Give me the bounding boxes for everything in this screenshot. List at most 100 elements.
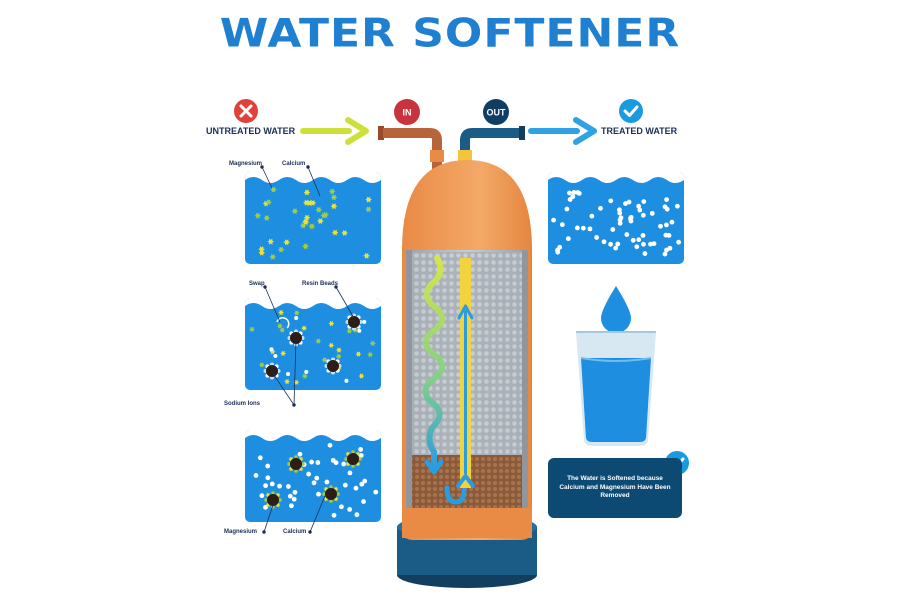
sodium-ion — [330, 457, 336, 463]
magnesium-ion — [299, 222, 307, 229]
sodium-ion — [341, 461, 347, 467]
sodium-ion — [362, 319, 367, 324]
calcium-ion — [330, 203, 338, 210]
box2-leaders — [263, 285, 355, 407]
sodium-ion — [623, 201, 628, 206]
calcium-ion — [355, 351, 362, 357]
sodium-ion — [314, 475, 320, 481]
magnesium-ion — [254, 212, 262, 219]
magnesium-ion — [249, 326, 255, 332]
calcium-ion — [358, 373, 365, 379]
calcium-ion — [328, 342, 335, 348]
sodium-ion — [342, 482, 348, 488]
sodium-ion — [291, 496, 297, 502]
magnesium-ion — [263, 215, 271, 221]
calcium-ion — [303, 189, 311, 196]
sodium-ion — [615, 241, 621, 247]
resin-bead-core — [267, 494, 279, 506]
resin-bead — [287, 329, 305, 347]
sodium-ion — [674, 203, 680, 209]
magnesium-ion — [315, 338, 322, 344]
captured-ion — [328, 484, 334, 490]
resin-bead-core — [347, 453, 359, 465]
magnesium-ion — [321, 357, 328, 363]
resin-bead-core — [290, 458, 302, 470]
sodium-ion — [559, 222, 565, 228]
resin-bead — [324, 357, 342, 375]
captured-ion — [265, 492, 271, 498]
calcium-ion — [283, 239, 291, 246]
sodium-ion — [287, 493, 293, 499]
captured-ion — [265, 502, 271, 508]
sodium-ion — [273, 353, 278, 358]
sodium-ion — [327, 442, 333, 448]
calcium-ion — [258, 249, 266, 256]
sodium-ion — [664, 197, 669, 202]
calcium-ion — [267, 238, 275, 245]
sodium-ion — [613, 245, 619, 251]
magnesium-ion — [277, 246, 285, 253]
captured-ion — [263, 497, 269, 503]
out-badge: OUT — [483, 99, 509, 125]
sodium-ion — [353, 485, 359, 491]
sodium-ion — [669, 219, 675, 225]
resin-beads-label: Resin Beads — [302, 281, 339, 287]
magnesium-ion — [291, 208, 299, 215]
sodium-ion — [641, 199, 647, 204]
calcium-ion — [335, 366, 342, 372]
swap-label: Swap — [249, 281, 265, 287]
calcium-ion — [335, 347, 342, 353]
sodium-ion — [608, 241, 613, 247]
page-title: WATER SOFTENER — [219, 10, 681, 57]
sodium-ion — [362, 478, 368, 484]
sodium-ion — [608, 198, 614, 204]
sodium-ion — [624, 232, 630, 237]
sodium-ion — [339, 504, 344, 510]
magnesium-ion — [315, 206, 323, 213]
resin-bead-core — [348, 316, 360, 328]
sodium-ion — [263, 483, 269, 489]
sodium-ion — [567, 190, 572, 196]
calcium-ion — [301, 325, 308, 331]
sodium-ion — [658, 223, 663, 229]
softened-note: The Water is Softened because Calcium an… — [548, 458, 682, 518]
sodium-ion — [265, 475, 271, 481]
sodium-ion — [636, 203, 642, 209]
sodium-ion — [257, 455, 263, 461]
sodium-ion — [662, 251, 668, 257]
captured-ion — [355, 451, 361, 457]
sodium-ion — [358, 447, 364, 452]
out-label: OUT — [487, 108, 507, 118]
sodium-ion — [269, 481, 275, 487]
captured-ion — [298, 456, 304, 462]
sodium-ion — [288, 503, 294, 509]
captured-ion — [355, 461, 361, 467]
sodium-ion — [324, 479, 330, 485]
captured-ion — [343, 456, 349, 462]
untreated-x-icon — [234, 99, 258, 123]
magnesium-ion — [302, 243, 309, 250]
sodium-ion — [571, 190, 577, 195]
captured-ion — [333, 486, 339, 492]
sodium-ion — [309, 459, 315, 465]
sodium-ion — [634, 244, 640, 250]
sodium-ion — [580, 225, 586, 231]
calcium-ion — [302, 218, 309, 225]
calcium-ion — [328, 321, 335, 327]
box1-leaders — [260, 165, 321, 197]
calcium-ion — [303, 199, 310, 206]
sodium-ion — [294, 316, 299, 321]
calcium-ion — [365, 196, 372, 203]
sodium-ion — [601, 239, 607, 245]
magnesium-ion — [258, 362, 265, 368]
sodium-ion — [277, 483, 282, 489]
sodium-ion — [357, 328, 362, 333]
magnesium-ion — [279, 327, 286, 333]
sodium-ion — [265, 463, 271, 469]
sodium-ion — [259, 493, 265, 499]
resin-bead — [345, 313, 363, 331]
sodium-ion — [642, 251, 648, 256]
calcium-ion — [284, 379, 291, 385]
sodium-ion — [630, 237, 636, 243]
